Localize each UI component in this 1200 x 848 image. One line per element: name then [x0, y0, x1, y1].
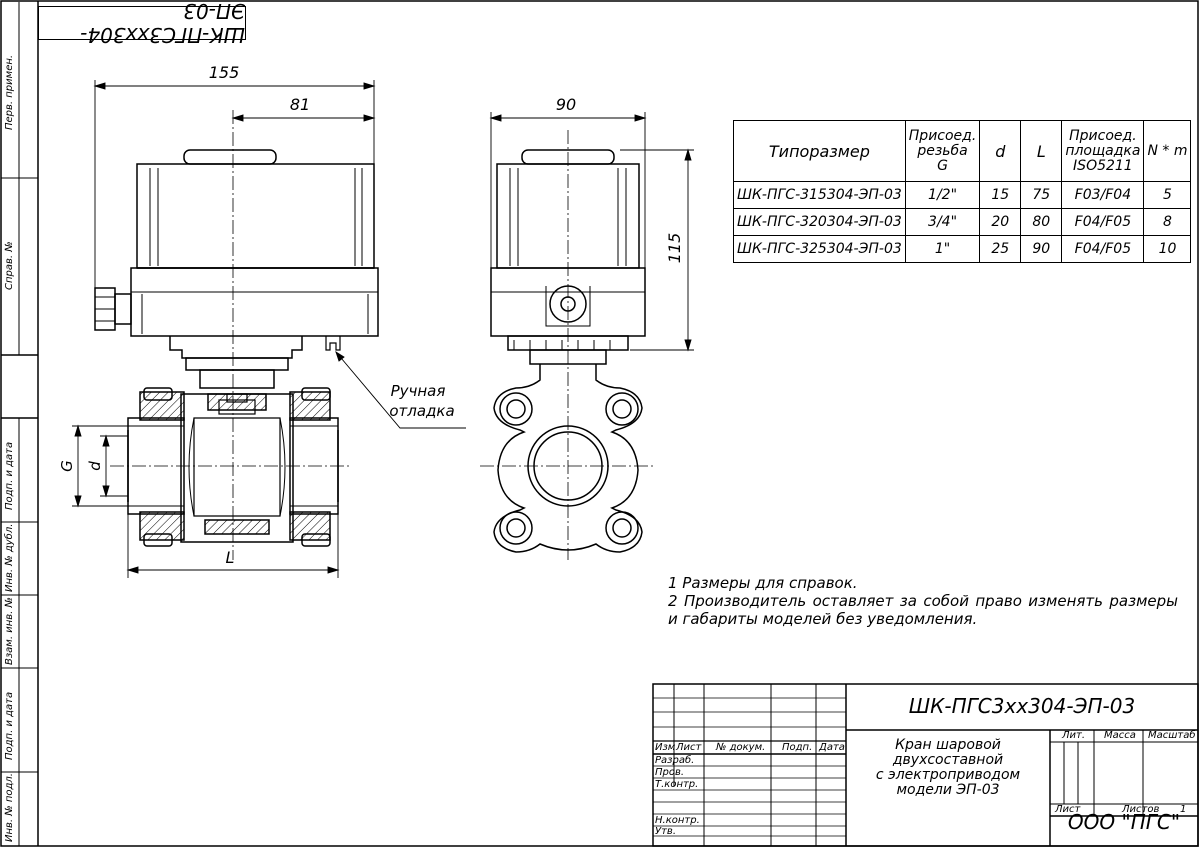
cell-L: 75 [1020, 181, 1063, 209]
dim-115: 115 [665, 233, 684, 264]
dim-90: 90 [556, 95, 576, 114]
dim-L: L [226, 548, 235, 567]
cell-thread: 1/2" [904, 181, 981, 209]
strip-label-vzam: Взам. инв. № [4, 597, 15, 665]
strip-label-perv: Перв. примен. [4, 54, 15, 130]
hdr-d: d [979, 120, 1022, 182]
actuator-cap [183, 149, 277, 165]
cell-type: ШК-ПГС-320304-ЭП-03 [733, 208, 906, 236]
callout-line2: отладка [389, 402, 454, 420]
tb-date: Дата [819, 742, 845, 753]
side-flange [493, 364, 643, 553]
tb-sheet: Лист [1055, 804, 1081, 815]
tb-utv: Утв. [655, 826, 676, 837]
tb-scale: Масштаб [1148, 730, 1196, 741]
cell-d: 20 [979, 208, 1022, 236]
tb-mass: Масса [1104, 730, 1136, 741]
dim-G: G [58, 460, 76, 472]
cell-pad: F04/F05 [1061, 235, 1145, 263]
organization: ООО "ПГС" [1067, 810, 1181, 834]
designation: ШК-ПГС3хх304-ЭП-03 [908, 694, 1136, 718]
hdr-nm: N * m [1143, 120, 1192, 182]
cell-L: 80 [1020, 208, 1063, 236]
dimension-lines-front [72, 80, 466, 578]
actuator-base [130, 267, 379, 337]
strip-label-podp1: Подп. и дата [4, 441, 15, 510]
strip-label-inv-podl: Инв. № подл. [4, 773, 15, 842]
tb-sheets: Листов [1122, 804, 1160, 815]
description: Кран шаровой двухсоставной с электроприв… [875, 737, 1021, 798]
actuator-housing [136, 163, 375, 269]
center-lines-front [110, 110, 350, 560]
tb-sign: Подп. [782, 742, 813, 753]
cell-type: ШК-ПГС-325304-ЭП-03 [733, 235, 906, 263]
dimension-lines-side [489, 112, 694, 352]
cable-gland [94, 287, 132, 331]
spec-table: Типоразмер Присоед. резьба G d L Присоед… [733, 120, 1192, 263]
cell-nm: 10 [1143, 235, 1192, 263]
tb-razrab: Разраб. [655, 755, 695, 766]
notes: 1 Размеры для справок. 2 Производитель о… [668, 574, 1178, 628]
hdr-type: Типоразмер [733, 120, 906, 182]
dim-81: 81 [290, 95, 310, 114]
cell-thread: 1" [904, 235, 981, 263]
callout-line1: Ручная [391, 382, 446, 400]
cell-nm: 5 [1143, 181, 1192, 209]
hdr-thread: Присоед. резьба G [904, 120, 981, 182]
table-row: ШК-ПГС-315304-ЭП-03 1/2" 15 75 F03/F04 5 [733, 181, 1192, 209]
corner-stamp: ШК-ПГС3хх304-ЭП-03 [38, 0, 246, 47]
strip-label-podp2: Подп. и дата [4, 691, 15, 760]
front-view [94, 149, 379, 547]
tb-list: Лист [676, 742, 702, 753]
cell-pad: F03/F04 [1061, 181, 1145, 209]
note-1: 1 Размеры для справок. [668, 574, 858, 592]
dim-155: 155 [209, 63, 240, 82]
ball [193, 417, 281, 517]
cell-pad: F04/F05 [1061, 208, 1145, 236]
strip-label-inv-dubl: Инв. № дубл. [4, 523, 15, 592]
cell-type: ШК-ПГС-315304-ЭП-03 [733, 181, 906, 209]
corner-stamp-text: ШК-ПГС3хх304-ЭП-03 [80, 0, 245, 47]
hdr-L: L [1020, 120, 1063, 182]
tb-lit: Лит. [1062, 730, 1086, 741]
table-row: ШК-ПГС-325304-ЭП-03 1" 25 90 F04/F05 10 [733, 235, 1192, 263]
cell-thread: 3/4" [904, 208, 981, 236]
cell-d: 15 [979, 181, 1022, 209]
spec-header-row: Типоразмер Присоед. резьба G d L Присоед… [733, 120, 1192, 182]
tb-tkontr: Т.контр. [655, 779, 699, 790]
tb-sheets-count: 1 [1180, 804, 1187, 815]
cell-nm: 8 [1143, 208, 1192, 236]
tb-izm: Изм [655, 742, 676, 753]
center-lines-side [480, 130, 656, 560]
tb-nkontr: Н.контр. [655, 815, 700, 826]
table-row: ШК-ПГС-320304-ЭП-03 3/4" 20 80 F04/F05 8 [733, 208, 1192, 236]
cell-d: 25 [979, 235, 1022, 263]
tb-prov: Пров. [655, 767, 685, 778]
title-block-grid [652, 683, 1199, 847]
cell-L: 90 [1020, 235, 1063, 263]
note-2: 2 Производитель оставляет за собой право… [668, 592, 1178, 628]
dim-d: d [86, 461, 104, 471]
manual-override [325, 336, 341, 351]
strip-label-sprav: Справ. № [4, 241, 15, 290]
tb-doc: № докум. [716, 742, 766, 753]
hdr-pad: Присоед. площадка ISO5211 [1061, 120, 1145, 182]
